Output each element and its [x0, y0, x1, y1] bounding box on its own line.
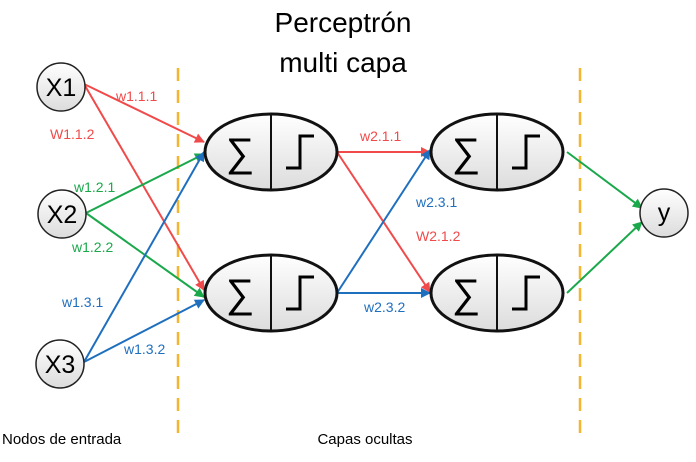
diagram-title-line-2: multi capa	[279, 47, 407, 78]
hidden-neuron-2-1: ∑	[429, 112, 565, 192]
hidden-neuron-1-1: ∑	[203, 112, 339, 192]
input-node-x2: X2	[37, 189, 87, 239]
connections-layer-1	[83, 83, 205, 363]
edge-x1-h1	[83, 83, 205, 143]
step-function-icon	[286, 275, 314, 311]
weight-label-w132: w1.3.2	[123, 341, 165, 357]
caption-input-layer: Nodos de entrada	[2, 431, 122, 448]
hidden-neuron-2-2: ∑	[429, 253, 565, 333]
output-node-label: y	[658, 199, 671, 227]
caption-hidden-layers: Capas ocultas	[317, 431, 412, 448]
edge-h4-y	[566, 221, 643, 294]
connections-output	[566, 151, 643, 294]
weight-label-w212: W2.1.2	[416, 228, 461, 244]
sigma-icon: ∑	[226, 131, 255, 175]
sigma-icon: ∑	[452, 272, 481, 316]
input-node-label: X3	[45, 351, 76, 379]
input-node-label: X1	[46, 74, 77, 102]
weight-label-w232: w2.3.2	[363, 299, 405, 315]
step-function-icon	[286, 134, 314, 170]
edge-h3-y	[566, 151, 643, 209]
weight-label-w122: w1.2.2	[71, 239, 113, 255]
sigma-icon: ∑	[452, 131, 481, 175]
output-node-y: y	[639, 188, 689, 238]
weight-label-w231: w2.3.1	[415, 194, 457, 210]
step-function-icon	[512, 134, 540, 170]
diagram-title-line-1: Perceptrón	[275, 7, 412, 38]
edge-x3-h2	[83, 299, 205, 363]
weight-label-w111: w1.1.1	[115, 88, 157, 104]
edge-x3-h1	[83, 151, 205, 363]
input-node-label: X2	[47, 201, 78, 229]
input-node-x1: X1	[36, 62, 86, 112]
edge-x2-h1	[85, 153, 205, 214]
weight-label-w131: w1.3.1	[61, 294, 103, 310]
step-function-icon	[512, 275, 540, 311]
sigma-icon: ∑	[226, 272, 255, 316]
weight-label-w121: w1.2.1	[73, 179, 115, 195]
edge-x1-h2	[83, 83, 205, 291]
hidden-neuron-1-2: ∑	[203, 253, 339, 333]
weight-label-w211: w2.1.1	[359, 128, 401, 144]
edge-h2-h3	[336, 149, 431, 294]
weight-label-w112: W1.1.2	[50, 126, 95, 142]
connections-layer-2	[336, 147, 431, 298]
input-node-x3: X3	[35, 339, 85, 389]
weight-labels: w1.1.1 W1.1.2 w1.2.1 w1.2.2 w1.3.1 w1.3.…	[50, 88, 461, 357]
